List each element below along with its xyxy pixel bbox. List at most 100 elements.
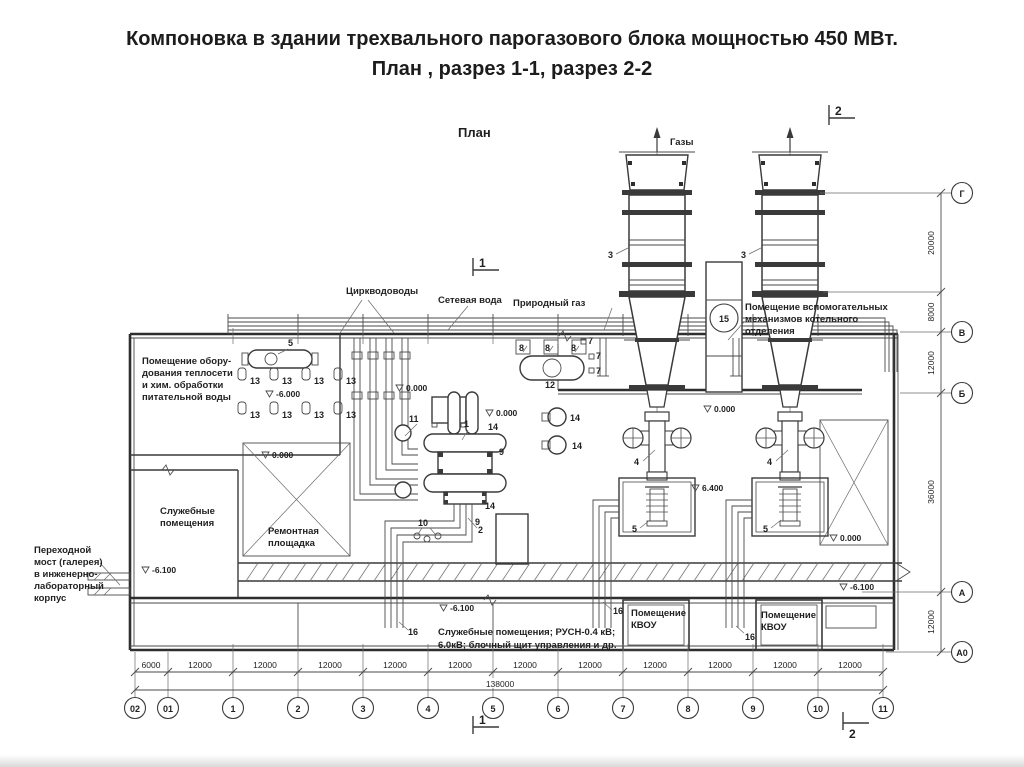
label-kvou-2: Помещение КВОУ [761, 610, 816, 633]
section-1-bottom: 1 [479, 713, 486, 727]
elevation-marks [141, 384, 848, 612]
svg-text:16: 16 [745, 632, 755, 642]
svg-text:0.000: 0.000 [840, 533, 862, 543]
grid-and-dims [123, 181, 974, 720]
svg-text:КВОУ: КВОУ [761, 622, 787, 633]
slide-bottom-shadow [0, 755, 1024, 767]
svg-text:-6.000: -6.000 [276, 389, 300, 399]
svg-text:7: 7 [596, 351, 601, 361]
svg-text:5: 5 [763, 524, 768, 534]
svg-text:лабораторный: лабораторный [34, 581, 104, 592]
svg-text:Служебные помещения; РУСН-0.4: Служебные помещения; РУСН-0.4 кВ; [438, 627, 615, 638]
section-1-top: 1 [479, 256, 486, 270]
svg-text:8: 8 [571, 343, 576, 353]
svg-text:отделения: отделения [745, 326, 795, 337]
label-bridge: Переходной мост (галерея) в инженерно- л… [34, 545, 104, 604]
svg-text:КВОУ: КВОУ [631, 620, 657, 631]
bridge [87, 562, 131, 596]
callout-leaders [277, 246, 789, 634]
svg-text:Помещение вспомогательных: Помещение вспомогательных [745, 302, 889, 313]
svg-text:10: 10 [813, 704, 823, 714]
label-kvou-1: Помещение КВОУ [631, 608, 686, 631]
svg-text:5: 5 [288, 338, 293, 348]
svg-text:11: 11 [409, 414, 419, 424]
svg-text:12000: 12000 [448, 660, 472, 670]
svg-text:0.000: 0.000 [272, 450, 294, 460]
svg-text:0.000: 0.000 [714, 404, 736, 414]
svg-text:3: 3 [741, 250, 746, 260]
svg-text:А: А [959, 588, 966, 598]
svg-text:4: 4 [767, 457, 772, 467]
label-repair-area: Ремонтная площадка [268, 526, 319, 549]
boiler-duct [705, 261, 743, 393]
svg-text:питательной воды: питательной воды [142, 392, 231, 403]
svg-text:13: 13 [314, 376, 324, 386]
section-2-top: 2 [835, 104, 842, 118]
svg-text:14: 14 [572, 441, 582, 451]
label-aux-room: Помещение вспомогательных механизмов кот… [745, 302, 889, 337]
svg-text:9: 9 [475, 517, 480, 527]
svg-text:8000: 8000 [926, 302, 936, 321]
svg-text:Переходной: Переходной [34, 545, 91, 556]
svg-text:8: 8 [545, 343, 550, 353]
svg-text:6: 6 [555, 704, 560, 714]
svg-text:2: 2 [478, 525, 483, 535]
svg-text:Помещение: Помещение [761, 610, 816, 621]
svg-text:12000: 12000 [513, 660, 537, 670]
svg-text:13: 13 [346, 410, 356, 420]
svg-text:11: 11 [878, 704, 888, 714]
label-network-water: Сетевая вода [438, 295, 503, 306]
svg-text:14: 14 [485, 501, 495, 511]
label-heat-room: Помещение обору- дования теплосети и хим… [142, 356, 233, 403]
svg-text:10: 10 [418, 518, 428, 528]
elevation-values: -6.000 0.000 0.000 0.000 0.000 6.400 0.0… [152, 383, 874, 613]
svg-text:А0: А0 [956, 648, 968, 658]
svg-text:12000: 12000 [838, 660, 862, 670]
svg-text:7: 7 [588, 336, 593, 346]
pipe-rack [227, 299, 898, 372]
svg-text:Помещение: Помещение [631, 608, 686, 619]
svg-text:помещения: помещения [160, 518, 214, 529]
label-natural-gas: Природный газ [513, 298, 586, 309]
svg-text:4: 4 [425, 704, 430, 714]
svg-text:02: 02 [130, 704, 140, 714]
svg-text:-6.100: -6.100 [450, 603, 474, 613]
svg-text:6.400: 6.400 [702, 483, 724, 493]
steam-turbine-area [237, 338, 595, 628]
svg-text:5: 5 [632, 524, 637, 534]
svg-text:7: 7 [596, 366, 601, 376]
svg-text:2: 2 [295, 704, 300, 714]
svg-text:7: 7 [620, 704, 625, 714]
svg-text:12000: 12000 [578, 660, 602, 670]
svg-text:корпус: корпус [34, 593, 66, 604]
svg-text:14: 14 [570, 413, 580, 423]
label-service-rooms: Служебные помещения [160, 506, 215, 529]
svg-text:3: 3 [608, 250, 613, 260]
unit-1 [592, 126, 696, 651]
svg-text:-6.100: -6.100 [152, 565, 176, 575]
svg-text:8: 8 [685, 704, 690, 714]
svg-text:в инженерно-: в инженерно- [34, 569, 97, 580]
svg-text:5: 5 [490, 704, 495, 714]
svg-text:Б: Б [959, 389, 966, 399]
svg-text:Служебные: Служебные [160, 506, 215, 517]
svg-text:9: 9 [499, 447, 504, 457]
svg-text:6000: 6000 [142, 660, 161, 670]
svg-text:0.000: 0.000 [496, 408, 518, 418]
svg-text:6.0кВ; блочный щит управления: 6.0кВ; блочный щит управления и др. [438, 640, 616, 651]
svg-text:12000: 12000 [773, 660, 797, 670]
svg-text:Ремонтная: Ремонтная [268, 526, 319, 537]
label-rusn: Служебные помещения; РУСН-0.4 кВ; 6.0кВ;… [438, 627, 616, 651]
svg-text:13: 13 [250, 410, 260, 420]
svg-text:13: 13 [282, 410, 292, 420]
label-gases: Газы [670, 137, 694, 148]
svg-text:9: 9 [750, 704, 755, 714]
plan-heading: План [458, 125, 491, 140]
svg-text:Г: Г [959, 189, 964, 199]
repair-area [242, 442, 351, 557]
dim-values-right: 20000 8000 12000 36000 12000 [926, 231, 936, 634]
svg-text:12000: 12000 [643, 660, 667, 670]
svg-text:-6.100: -6.100 [850, 582, 874, 592]
section-marks [472, 105, 869, 734]
